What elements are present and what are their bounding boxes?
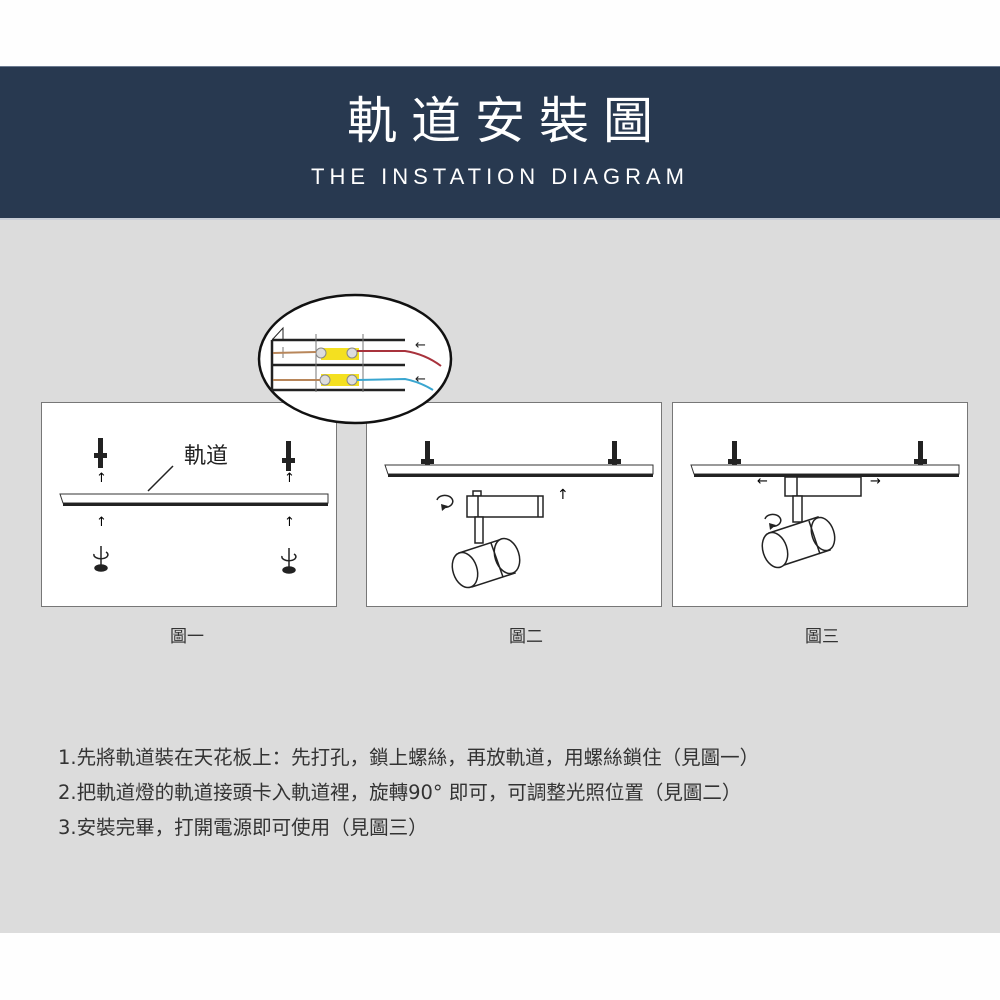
page-title: 軌道安裝圖	[347, 92, 667, 150]
page-subtitle: THE INSTATION DIAGRAM	[311, 164, 689, 189]
wiring-detail-magnifier: ← ←	[257, 293, 453, 425]
instruction-step-3: 3.安裝完畢，打開電源即可使用（見圖三）	[58, 816, 428, 839]
track-mounting-illustration	[59, 438, 329, 574]
screw-icon	[94, 438, 295, 471]
track-rail	[59, 493, 329, 506]
rotate-icon	[764, 513, 782, 528]
arrow-up-icon: ↑	[557, 487, 569, 503]
figure-2-caption: 圖二	[509, 627, 543, 647]
spotlight-insert-illustration	[384, 441, 654, 589]
arrow-left-icon: ←	[415, 372, 426, 387]
instruction-step-1: 1.先將軌道裝在天花板上：先打孔，鎖上螺絲，再放軌道，用螺絲鎖住（見圖一）	[58, 746, 760, 769]
screw-icon	[728, 441, 927, 471]
instruction-step-2: 2.把軌道燈的軌道接頭卡入軌道裡，旋轉90° 即可，可調整光照位置（見圖二）	[58, 781, 742, 804]
track-label: 軌道	[184, 444, 229, 469]
arrow-left-icon: ←	[757, 474, 768, 489]
label-leader-line	[147, 465, 174, 492]
arrow-up-icon: ↑	[96, 471, 107, 486]
arrow-up-icon: ↑	[284, 515, 295, 530]
spotlight-body	[451, 537, 521, 589]
figure-1-panel: ↑ ↑ ↑ ↑	[41, 402, 337, 607]
arrow-right-icon: →	[870, 474, 881, 489]
spotlight-installed-illustration	[690, 441, 960, 569]
track-adapter	[466, 490, 544, 544]
arrow-left-icon: ←	[415, 338, 426, 353]
header-banner: 軌道安裝圖 THE INSTATION DIAGRAM	[0, 66, 1000, 218]
figure-3-caption: 圖三	[805, 627, 839, 647]
arrow-up-icon: ↑	[284, 471, 295, 486]
figure-1-caption: 圖一	[170, 627, 204, 647]
rotate-icon	[436, 494, 454, 509]
screw-icon	[421, 441, 621, 471]
figure-3-panel: ← →	[672, 402, 968, 607]
instruction-list: 1.先將軌道裝在天花板上：先打孔，鎖上螺絲，再放軌道，用螺絲鎖住（見圖一） 2.…	[58, 740, 759, 845]
arrow-up-icon: ↑	[96, 515, 107, 530]
wall-anchor-icon	[93, 546, 297, 574]
figure-2-panel: ↑	[366, 402, 662, 607]
track-adapter	[784, 476, 862, 523]
spotlight-body	[761, 516, 836, 569]
